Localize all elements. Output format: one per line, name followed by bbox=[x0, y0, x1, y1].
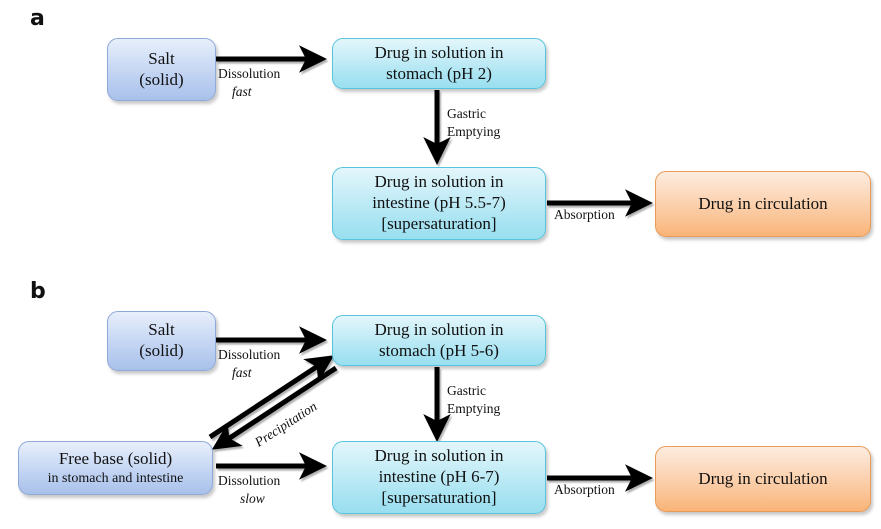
node-freebase-b: Free base (solid) in stomach and intesti… bbox=[18, 441, 213, 495]
edge-label-dissolution-fast-b: fast bbox=[232, 365, 252, 380]
edge-label-dissolution-b: Dissolution bbox=[218, 347, 281, 362]
node-circulation-b: Drug in circulation bbox=[655, 446, 871, 512]
node-stomach-a-line2: stomach (pH 2) bbox=[386, 63, 492, 83]
node-circulation-a-line1: Drug in circulation bbox=[698, 193, 828, 213]
node-intestine-b: Drug in solution in intestine (pH 6-7) [… bbox=[332, 441, 546, 514]
edge-label-precipitation-b: Precipitation bbox=[252, 398, 320, 450]
node-salt-b-line2: (solid) bbox=[139, 341, 184, 360]
node-salt-b-line1: Salt bbox=[148, 320, 175, 340]
panel-letter-b: b bbox=[30, 279, 46, 304]
node-intestine-a: Drug in solution in intestine (pH 5.5-7)… bbox=[332, 167, 546, 240]
edge-label-absorption-a: Absorption bbox=[554, 207, 615, 222]
node-circulation-a: Drug in circulation bbox=[655, 171, 871, 237]
node-salt-a-line1: Salt bbox=[148, 48, 175, 68]
panel-letter-a: a bbox=[30, 6, 45, 31]
node-freebase-b-line1: Free base (solid) bbox=[58, 449, 173, 469]
edge-label-emptying-a: Emptying bbox=[447, 124, 501, 139]
node-salt-b: Salt (solid) bbox=[107, 311, 216, 371]
node-freebase-b-line2: in stomach and intestine bbox=[47, 470, 184, 486]
node-stomach-a: Drug in solution in stomach (pH 2) bbox=[332, 38, 546, 89]
edge-label-dissolution-slow-b: slow bbox=[240, 491, 265, 506]
node-stomach-b-line2: stomach (pH 5-6) bbox=[379, 340, 499, 360]
node-stomach-b: Drug in solution in stomach (pH 5-6) bbox=[332, 315, 546, 366]
edge-label-gastric-a: Gastric bbox=[447, 106, 486, 121]
node-intestine-a-line2: intestine (pH 5.5-7) bbox=[372, 193, 506, 213]
node-stomach-a-line1: Drug in solution in bbox=[374, 42, 504, 62]
node-salt-a-line2: (solid) bbox=[139, 69, 184, 89]
edge-label-gastric-b: Gastric bbox=[447, 383, 486, 398]
edge-label-dissolution-fast-a: fast bbox=[232, 84, 252, 99]
node-intestine-b-line1: Drug in solution in bbox=[374, 446, 504, 466]
node-stomach-b-line1: Drug in solution in bbox=[374, 319, 504, 339]
node-circulation-b-line1: Drug in circulation bbox=[698, 468, 828, 488]
edge-label-absorption-b: Absorption bbox=[554, 482, 615, 497]
edge-label-emptying-b: Emptying bbox=[447, 401, 501, 416]
edge-label-dissolution2-b: Dissolution bbox=[218, 473, 281, 488]
node-intestine-a-line3: [supersaturation] bbox=[381, 213, 497, 233]
node-intestine-a-line1: Drug in solution in bbox=[374, 172, 504, 192]
node-intestine-b-line3: [supersaturation] bbox=[381, 487, 497, 507]
node-salt-a: Salt (solid) bbox=[107, 38, 216, 101]
edge-label-dissolution-a: Dissolution bbox=[218, 66, 281, 81]
node-intestine-b-line2: intestine (pH 6-7) bbox=[378, 467, 500, 487]
